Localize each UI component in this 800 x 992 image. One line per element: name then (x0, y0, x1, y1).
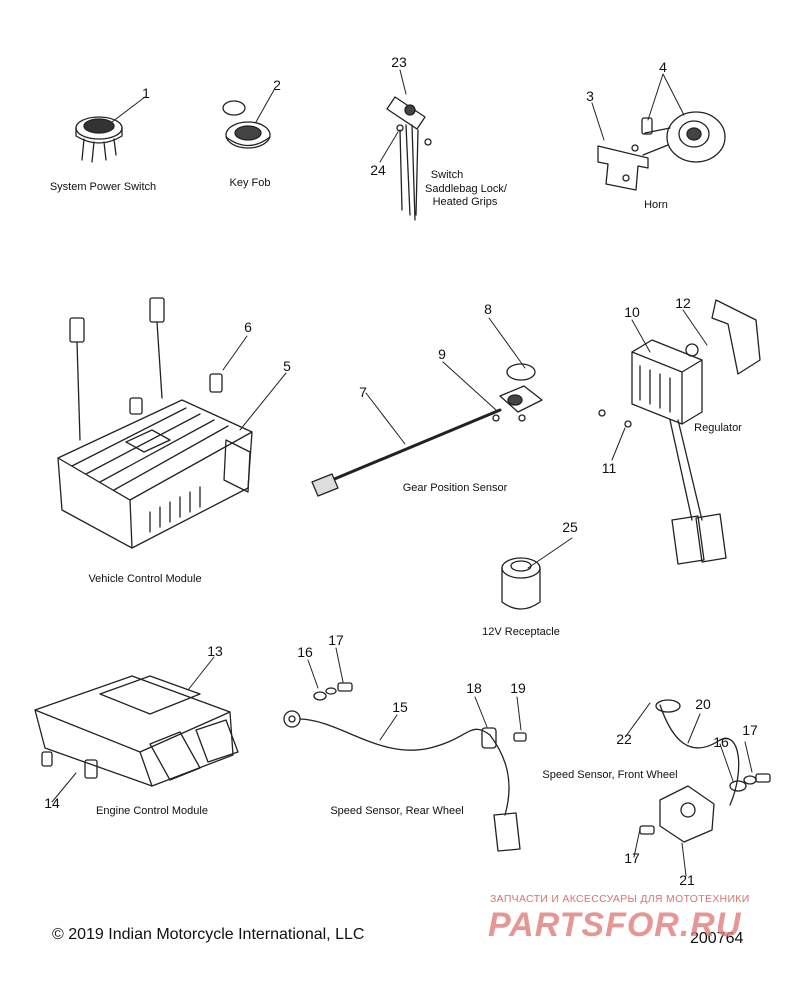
key-fob-drawing (222, 100, 271, 149)
leader-lines (51, 69, 753, 877)
callout-15: 15 (392, 699, 408, 715)
label-speed-sensor-rear: Speed Sensor, Rear Wheel (330, 805, 464, 817)
callout-24: 24 (370, 162, 386, 178)
callout-5: 5 (283, 358, 291, 374)
callout-9: 9 (438, 346, 446, 362)
callout-10: 10 (624, 304, 640, 320)
callout-17-rear: 17 (328, 632, 344, 648)
system-power-switch-drawing (75, 116, 123, 163)
watermark-tagline: ЗАПЧАСТИ И АКСЕССУАРЫ ДЛЯ МОТОТЕХНИКИ (490, 893, 750, 905)
watermark-logo: PARTSFOR.RU (488, 906, 742, 944)
callout-1: 1 (142, 85, 150, 101)
callout-3: 3 (586, 88, 594, 104)
gear-position-sensor-drawing (311, 363, 543, 497)
regulator-drawing (598, 299, 761, 565)
receptacle-12v-drawing (501, 557, 541, 610)
label-switch-line1: Switch (430, 169, 464, 181)
callout-11: 11 (601, 460, 617, 476)
label-gear-position-sensor: Gear Position Sensor (402, 482, 508, 494)
label-horn: Horn (644, 199, 668, 211)
callout-4: 4 (659, 59, 667, 75)
label-speed-sensor-front: Speed Sensor, Front Wheel (542, 769, 678, 781)
callout-19: 19 (510, 680, 526, 696)
callout-22: 22 (616, 731, 632, 747)
speed-sensor-front-drawing (639, 699, 771, 843)
callout-16-front: 16 (713, 734, 729, 750)
label-12v-receptacle: 12V Receptacle (482, 626, 560, 638)
callout-12: 12 (675, 295, 691, 311)
drawing-number: 200764 (690, 930, 744, 947)
callout-23: 23 (391, 54, 407, 70)
callout-14: 14 (44, 795, 60, 811)
engine-control-module-drawing (34, 675, 239, 787)
callout-2: 2 (273, 77, 281, 93)
callout-18: 18 (466, 680, 482, 696)
callout-17-front-bottom: 17 (624, 850, 640, 866)
callout-20: 20 (695, 696, 711, 712)
label-vehicle-control-module: Vehicle Control Module (88, 573, 202, 585)
label-switch-line2: Saddlebag Lock/ (425, 183, 507, 195)
callout-7: 7 (359, 384, 367, 400)
callout-17-front-top: 17 (742, 722, 758, 738)
callout-16-rear: 16 (297, 644, 313, 660)
copyright-text: © 2019 Indian Motorcycle International, … (52, 926, 365, 943)
label-engine-control-module: Engine Control Module (96, 805, 208, 817)
speed-sensor-rear-drawing (283, 682, 527, 852)
label-system-power-switch: System Power Switch (49, 181, 157, 193)
callout-21: 21 (679, 872, 695, 888)
vehicle-control-module-drawing (57, 297, 253, 549)
label-regulator: Regulator (694, 422, 742, 434)
horn-drawing (597, 111, 726, 191)
callout-6: 6 (244, 319, 252, 335)
callout-25: 25 (562, 519, 578, 535)
label-switch-line3: Heated Grips (432, 196, 498, 208)
callout-13: 13 (207, 643, 223, 659)
switch-drawing (386, 96, 432, 221)
callout-8: 8 (484, 301, 492, 317)
label-key-fob: Key Fob (229, 177, 271, 189)
